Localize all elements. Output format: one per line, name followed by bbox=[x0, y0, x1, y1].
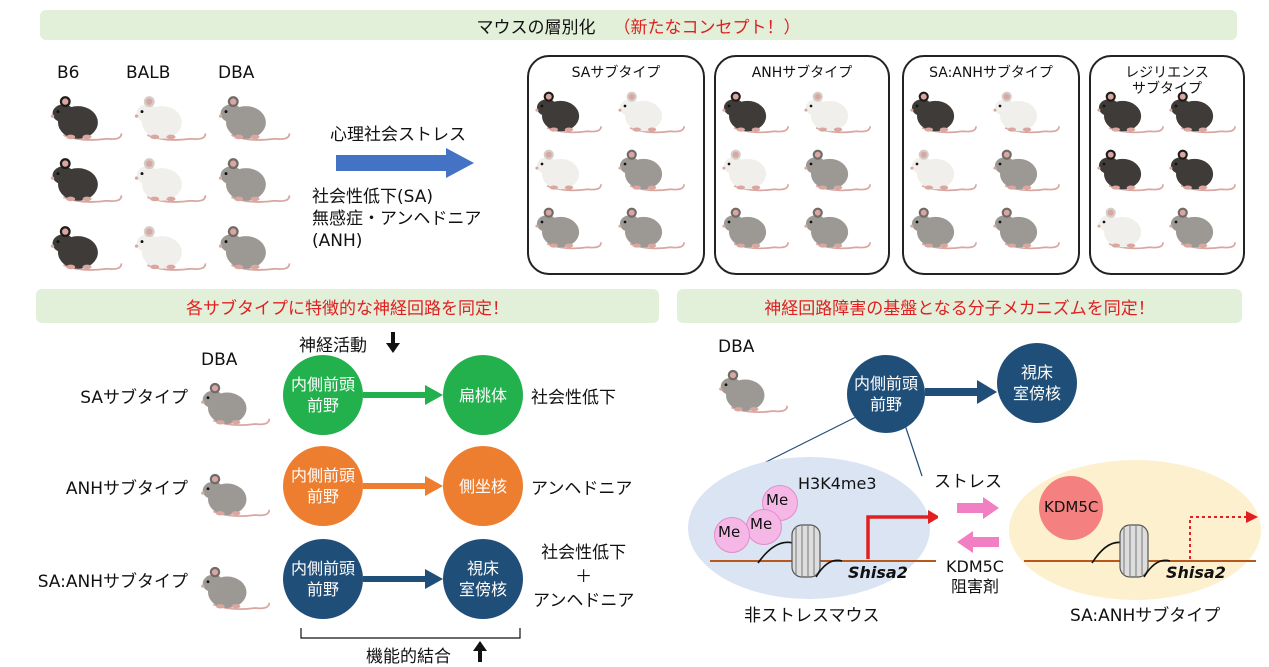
h3k4me3-label: H3K4me3 bbox=[798, 474, 877, 493]
right-source-circle: 内側前頭 前野 bbox=[847, 355, 925, 433]
right-banner: 神経回路障害の基盤となる分子メカニズムを同定！ bbox=[677, 289, 1242, 323]
mouse-icon bbox=[196, 559, 276, 615]
mouse-icon bbox=[906, 200, 982, 254]
arrow-right-icon bbox=[957, 497, 999, 519]
arrow-right-icon bbox=[363, 569, 443, 589]
right-banner-text: 神経回路障害の基盤となる分子メカニズムを同定！ bbox=[764, 298, 1155, 319]
circuit-outcome-label: 社会性低下 ＋ アンヘドニア bbox=[533, 543, 635, 611]
me-label-1: Me bbox=[766, 491, 789, 509]
left-banner: 各サブタイプに特徴的な神経回路を同定！ bbox=[36, 289, 659, 323]
banner-title: マウスの層別化 bbox=[476, 17, 596, 38]
mouse-icon bbox=[1165, 200, 1241, 254]
circuit-source-circle: 内側前頭 前野 bbox=[283, 539, 363, 619]
mouse-icon bbox=[906, 142, 982, 196]
mouse-icon bbox=[989, 142, 1065, 196]
arrow-right-icon bbox=[336, 148, 474, 178]
mouse-icon bbox=[130, 150, 212, 208]
mouse-icon bbox=[718, 200, 794, 254]
left-banner-text: 各サブタイプに特徴的な神経回路を同定！ bbox=[186, 298, 509, 319]
mouse-icon bbox=[906, 84, 982, 138]
mouse-icon bbox=[531, 200, 607, 254]
right-strain-label: DBA bbox=[718, 337, 755, 357]
mouse-icon bbox=[614, 200, 690, 254]
stress-arrow-label: ストレス bbox=[934, 472, 1002, 492]
mouse-icon bbox=[130, 218, 212, 276]
strain-balb: BALB bbox=[126, 63, 171, 83]
me-bubble-3 bbox=[714, 517, 750, 553]
mouse-icon bbox=[214, 150, 296, 208]
me-label-3: Me bbox=[718, 523, 741, 541]
mouse-icon bbox=[714, 362, 794, 418]
circuit-target-circle: 視床 室傍核 bbox=[443, 539, 523, 619]
me-label-2: Me bbox=[750, 515, 773, 533]
arrow-right-icon bbox=[363, 385, 443, 405]
circuit-target-circle: 扁桃体 bbox=[443, 355, 523, 435]
arrow-right-icon bbox=[363, 476, 443, 496]
mouse-icon bbox=[718, 84, 794, 138]
mouse-icon bbox=[800, 84, 876, 138]
mouse-icon bbox=[718, 142, 794, 196]
banner-highlight: （新たなコンセプト！） bbox=[613, 17, 801, 38]
mouse-icon bbox=[531, 84, 607, 138]
strain-dba: DBA bbox=[218, 63, 255, 83]
mouse-icon bbox=[196, 375, 276, 431]
mouse-icon bbox=[214, 88, 296, 146]
bracket bbox=[300, 628, 521, 639]
mouse-icon bbox=[989, 200, 1065, 254]
subtype-row-label: SA:ANHサブタイプ bbox=[37, 572, 188, 592]
circuit-source-circle: 内側前頭 前野 bbox=[283, 355, 363, 435]
sa-anh-caption: SA:ANHサブタイプ bbox=[1070, 606, 1221, 626]
nucleosome-icon bbox=[1024, 511, 1258, 578]
arrow-down-icon bbox=[386, 332, 400, 353]
arrow-left-icon bbox=[957, 531, 999, 553]
non-stress-caption: 非ストレスマウス bbox=[744, 606, 880, 626]
arrow-up-icon bbox=[473, 641, 487, 662]
mouse-icon bbox=[989, 84, 1065, 138]
left-strain-label: DBA bbox=[201, 350, 238, 370]
mouse-icon bbox=[1093, 142, 1169, 196]
mouse-icon bbox=[130, 88, 212, 146]
mouse-icon bbox=[531, 142, 607, 196]
gene-label-left: Shisa2 bbox=[848, 563, 908, 582]
strain-b6: B6 bbox=[57, 63, 80, 83]
stress-label: 心理社会ストレス bbox=[330, 125, 466, 145]
mouse-icon bbox=[800, 142, 876, 196]
subtype-box-title: SAサブタイプ bbox=[571, 65, 661, 81]
mouse-icon bbox=[46, 218, 128, 276]
mouse-icon bbox=[196, 466, 276, 522]
right-target-circle: 視床 室傍核 bbox=[997, 343, 1077, 423]
circuit-source-circle: 内側前頭 前野 bbox=[283, 446, 363, 526]
mouse-icon bbox=[614, 142, 690, 196]
arrow-right-icon bbox=[925, 380, 997, 404]
gene-label-right: Shisa2 bbox=[1166, 563, 1226, 582]
kdm5c-circle bbox=[1039, 476, 1103, 540]
subtype-box-title: SA:ANHサブタイプ bbox=[929, 65, 1053, 81]
mouse-icon bbox=[1165, 84, 1241, 138]
mouse-icon bbox=[614, 84, 690, 138]
mouse-icon bbox=[1093, 84, 1169, 138]
functional-connectivity-label: 機能的結合 bbox=[366, 647, 451, 667]
mouse-icon bbox=[46, 150, 128, 208]
subtype-row-label: ANHサブタイプ bbox=[65, 479, 188, 499]
circuit-target-circle: 側坐核 bbox=[443, 446, 523, 526]
mouse-icon bbox=[1093, 200, 1169, 254]
mouse-icon bbox=[214, 218, 296, 276]
neural-activity-label: 神経活動 bbox=[299, 336, 367, 356]
mouse-icon bbox=[1165, 142, 1241, 196]
nucleosome-icon bbox=[710, 510, 938, 578]
mouse-icon bbox=[800, 200, 876, 254]
inhibitor-label: KDM5C 阻害剤 bbox=[946, 557, 1004, 596]
circuit-outcome-label: 社会性低下 bbox=[531, 388, 616, 408]
outcome-label: 社会性低下(SA) 無感症・アンヘドニア (ANH) bbox=[312, 187, 482, 251]
circuit-outcome-label: アンヘドニア bbox=[531, 479, 633, 499]
top-banner: マウスの層別化 （新たなコンセプト！） bbox=[40, 10, 1237, 40]
subtype-row-label: SAサブタイプ bbox=[80, 388, 188, 408]
subtype-box-title: ANHサブタイプ bbox=[751, 65, 853, 81]
mouse-icon bbox=[46, 88, 128, 146]
me-bubble-1 bbox=[762, 485, 798, 521]
kdm5c-label: KDM5C bbox=[1044, 498, 1099, 516]
